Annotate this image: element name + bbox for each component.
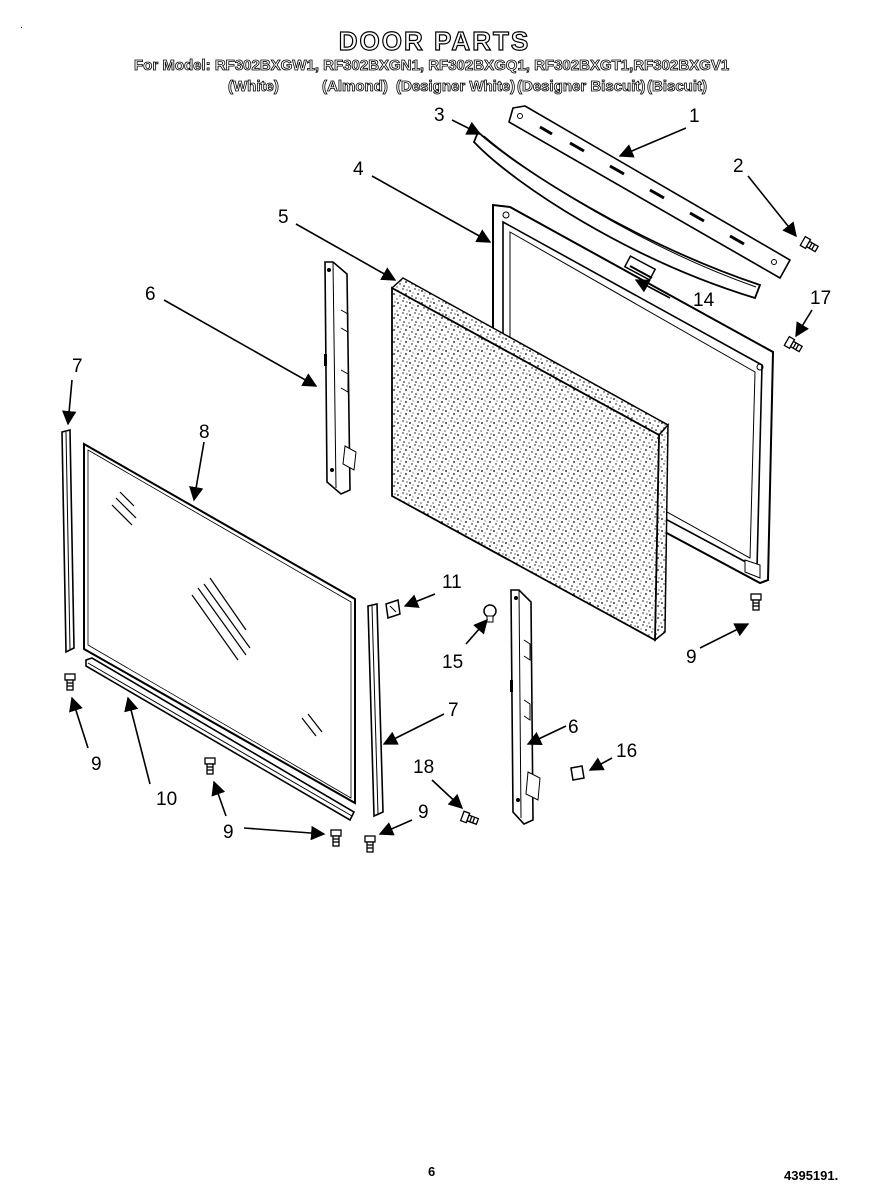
part-11-clip bbox=[385, 599, 401, 619]
part-8-glass-panel bbox=[83, 442, 356, 805]
document-number: 4395191. bbox=[784, 1168, 839, 1183]
callout-18: 18 bbox=[413, 757, 434, 778]
screw-9-right-icon bbox=[750, 593, 762, 611]
color-biscuit: (Biscuit) bbox=[647, 78, 708, 96]
screw-9-channel-icon bbox=[364, 835, 376, 853]
screw-icons bbox=[64, 235, 820, 853]
callout-6-upper: 6 bbox=[145, 284, 156, 305]
callout-4: 4 bbox=[353, 159, 364, 180]
callout-14: 14 bbox=[693, 290, 715, 311]
color-designer-white: (Designer White) bbox=[396, 78, 516, 96]
part-3-door-handle bbox=[472, 130, 762, 300]
callout-9-channel: 9 bbox=[418, 802, 429, 823]
callout-17: 17 bbox=[810, 288, 831, 309]
part-6-hinge-channel-right bbox=[510, 589, 541, 825]
callout-9-right: 9 bbox=[686, 647, 697, 668]
color-designer-biscuit: (Designer Biscuit) bbox=[517, 78, 646, 96]
part-6-hinge-channel-left bbox=[324, 261, 357, 495]
screw-9-left-icon bbox=[64, 673, 76, 691]
stray-mark: . bbox=[20, 20, 23, 31]
callout-16: 16 bbox=[616, 741, 637, 762]
page-title: DOOR PARTS bbox=[338, 25, 531, 56]
callout-9-left: 9 bbox=[91, 754, 102, 775]
callout-7-right: 7 bbox=[448, 700, 459, 721]
leader-lines bbox=[62, 119, 813, 841]
callout-6-lower: 6 bbox=[568, 717, 579, 738]
part-15-bumper bbox=[483, 604, 497, 623]
part-7-side-channel-right bbox=[367, 603, 384, 818]
callout-8: 8 bbox=[199, 422, 210, 443]
screw-17-icon bbox=[783, 335, 804, 353]
part-10-bottom-channel bbox=[85, 657, 356, 822]
screw-9-bottom-icon bbox=[330, 829, 342, 847]
callout-9-bottom: 9 bbox=[223, 822, 234, 843]
callout-15: 15 bbox=[442, 652, 463, 673]
color-white: (White) bbox=[228, 78, 280, 96]
model-list: For Model: RF302BXGW1, RF302BXGN1, RF302… bbox=[134, 57, 730, 75]
part-16-clip bbox=[570, 765, 585, 781]
page-number: 6 bbox=[428, 1164, 436, 1179]
callout-7-left: 7 bbox=[72, 356, 83, 377]
screw-2-icon bbox=[799, 235, 820, 253]
part-7-side-channel-left bbox=[61, 428, 75, 654]
callout-11: 11 bbox=[442, 572, 462, 593]
callout-2: 2 bbox=[733, 156, 744, 177]
callout-3: 3 bbox=[434, 105, 445, 126]
color-almond: (Almond) bbox=[322, 78, 389, 96]
callout-5: 5 bbox=[278, 207, 289, 228]
part-1-vent-trim bbox=[508, 105, 792, 280]
screw-18-icon bbox=[459, 810, 480, 826]
screw-9-mid-icon bbox=[204, 757, 216, 775]
part-5-insulation bbox=[390, 277, 670, 642]
callout-10: 10 bbox=[156, 789, 177, 810]
callout-1: 1 bbox=[689, 106, 700, 127]
